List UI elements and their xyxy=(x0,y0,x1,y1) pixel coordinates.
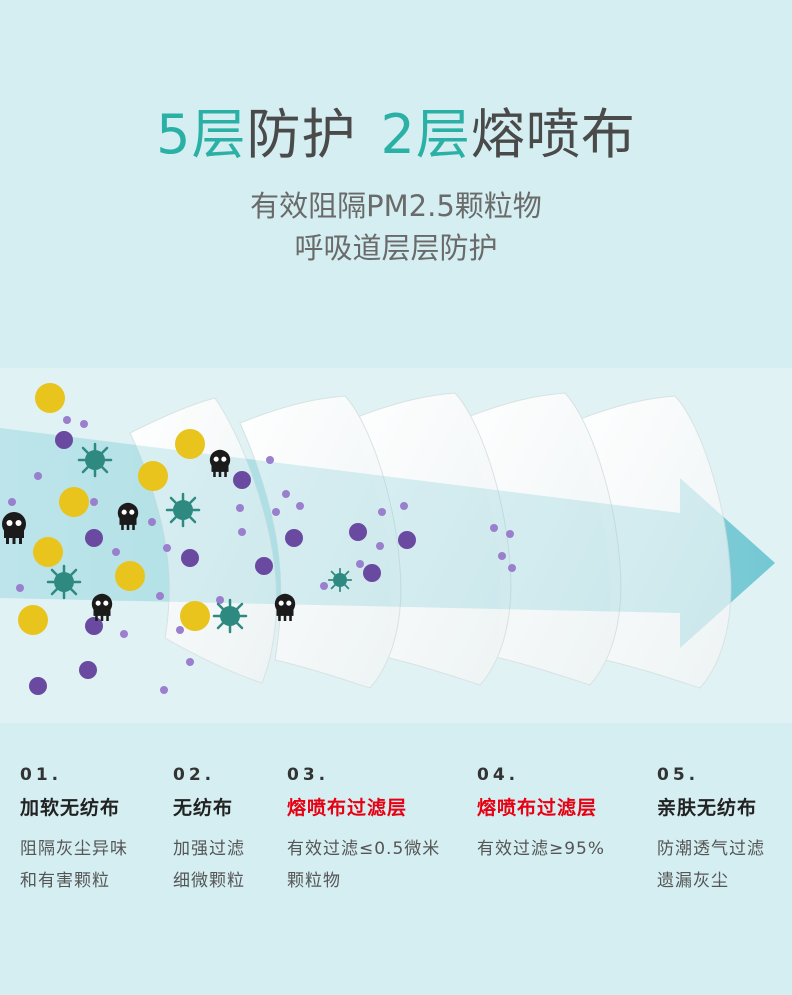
layer-name: 加软无纺布 xyxy=(20,797,121,819)
layer-column-5: 05. 亲肤无纺布 防潮透气过滤 遗漏灰尘 xyxy=(657,765,765,897)
layer-number: 01. xyxy=(20,765,63,785)
layer-number: 03. xyxy=(287,765,330,785)
headline-text-meltblown: 熔喷布 xyxy=(470,103,636,166)
layer-column-3: 03. 熔喷布过滤层 有效过滤≤0.5微米 颗粒物 xyxy=(287,765,440,897)
layer-description: 有效过滤≥95% xyxy=(477,833,605,865)
headline-accent-layers: 5层 xyxy=(156,103,247,166)
yellow-particles xyxy=(18,383,210,635)
page-headline: 5层防护 2层熔喷布 xyxy=(0,100,792,170)
mask-layer-1 xyxy=(129,397,278,684)
layer-description-line: 遗漏灰尘 xyxy=(657,871,729,891)
layer-description-line: 颗粒物 xyxy=(287,871,341,891)
layer-number: 02. xyxy=(173,765,216,785)
layer-description-line: 细微颗粒 xyxy=(173,871,245,891)
purple-particles-large xyxy=(29,431,416,695)
layer-description: 阻隔灰尘异味 和有害颗粒 xyxy=(20,833,128,897)
headline-accent-meltblown: 2层 xyxy=(380,103,471,166)
layer-column-1: 01. 加软无纺布 阻隔灰尘异味 和有害颗粒 xyxy=(20,765,128,897)
layer-description-line: 加强过滤 xyxy=(173,839,245,859)
layer-name: 无纺布 xyxy=(173,797,234,819)
layer-column-2: 02. 无纺布 加强过滤 细微颗粒 xyxy=(173,765,245,897)
layer-description-line: 防潮透气过滤 xyxy=(657,839,765,859)
layer-description-line: 有效过滤≥95% xyxy=(477,839,606,859)
layer-description-line: 和有害颗粒 xyxy=(20,871,110,891)
layer-name: 熔喷布过滤层 xyxy=(287,797,408,819)
layer-name: 亲肤无纺布 xyxy=(657,797,758,819)
subtitle-line-2: 呼吸道层层防护 xyxy=(294,231,498,265)
layer-number: 04. xyxy=(477,765,520,785)
layer-description: 有效过滤≤0.5微米 颗粒物 xyxy=(287,833,440,897)
layer-description-line: 有效过滤≤0.5微米 xyxy=(287,839,441,859)
layer-number: 05. xyxy=(657,765,700,785)
virus-particles xyxy=(46,442,353,634)
layer-description-line: 阻隔灰尘异味 xyxy=(20,839,128,859)
layer-name: 熔喷布过滤层 xyxy=(477,797,598,819)
filter-layers-illustration xyxy=(0,383,775,695)
purple-particles-small xyxy=(8,416,516,694)
skull-germ-icons xyxy=(2,449,296,621)
layer-description: 加强过滤 细微颗粒 xyxy=(173,833,245,897)
layer-description: 防潮透气过滤 遗漏灰尘 xyxy=(657,833,765,897)
layer-column-4: 04. 熔喷布过滤层 有效过滤≥95% xyxy=(477,765,605,865)
headline-text-protection: 防护 xyxy=(246,103,357,166)
subtitle-line-1: 有效阻隔PM2.5颗粒物 xyxy=(250,189,542,223)
